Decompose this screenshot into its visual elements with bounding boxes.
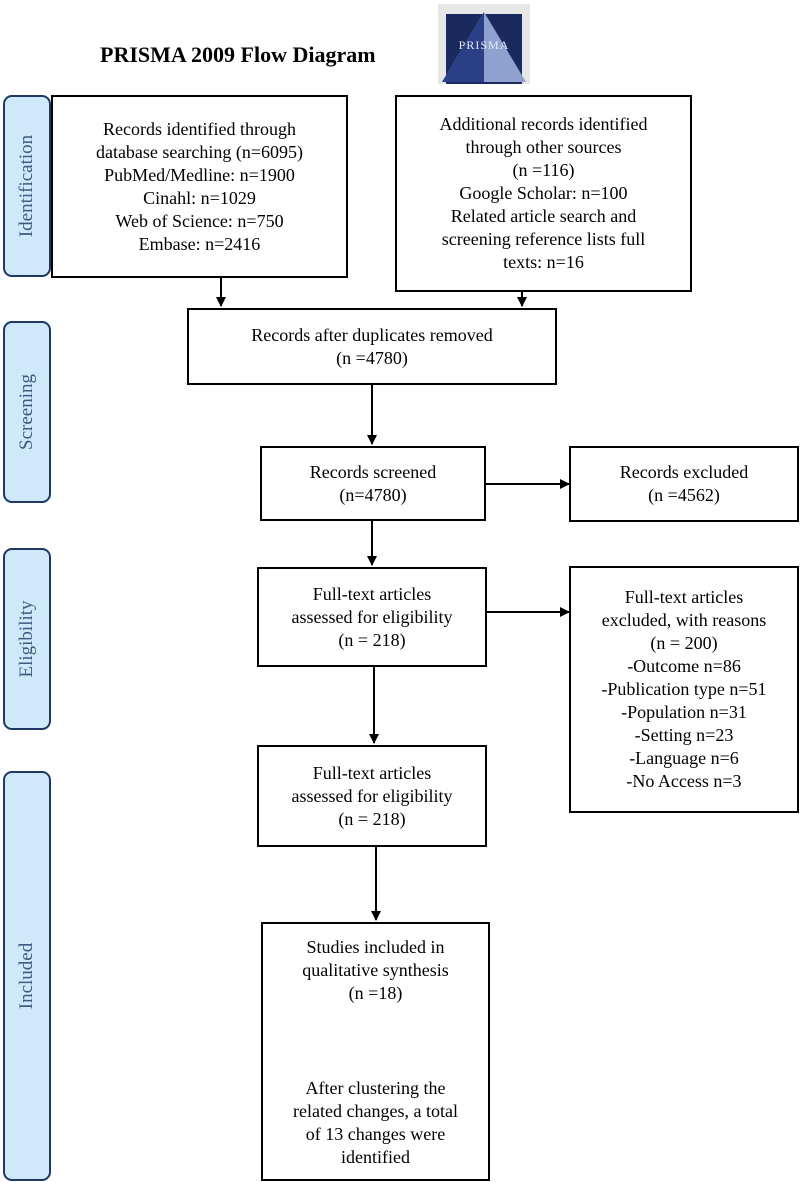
box-line: Records identified through (103, 118, 296, 139)
box-line: Studies included in (306, 937, 445, 957)
box-database-records: Records identified through database sear… (51, 95, 348, 278)
box-line: Full-text articles (312, 762, 432, 783)
box-other-sources: Additional records identified through ot… (395, 95, 692, 292)
box-duplicates-removed: Records after duplicates removed (n =478… (187, 308, 557, 385)
box-studies-included: Studies included in qualitative synthesi… (261, 922, 490, 1181)
box-line: (n=4780) (339, 484, 407, 505)
phase-identification: Identification (3, 95, 51, 277)
box-line: (n =4562) (648, 485, 720, 505)
box-line: (n = 218) (338, 808, 406, 829)
phase-screening: Screening (3, 321, 51, 503)
box-line: -Outcome n=86 (627, 656, 741, 676)
box-fulltext-assessed-2: Full-text articles assessed for eligibil… (257, 745, 487, 847)
box-line: related changes, a total (293, 1101, 458, 1121)
box-records-screened: Records screened (n=4780) (260, 446, 486, 521)
diagram-title: PRISMA 2009 Flow Diagram (100, 42, 376, 67)
box-line: through other sources (465, 137, 622, 157)
box-line: (n =4780) (336, 347, 408, 368)
box-line: (n = 218) (338, 629, 406, 650)
box-line: Full-text articles (312, 583, 432, 604)
box-line: (n = 200) (650, 633, 718, 653)
box-line: (n =18) (348, 983, 403, 1003)
box-line: identified (341, 1147, 410, 1167)
box-line: PubMed/Medline: n=1900 (104, 164, 295, 185)
box-line: Related article search and (450, 206, 637, 226)
box-line: Cinahl: n=1029 (143, 187, 256, 208)
box-line: -Population n=31 (621, 702, 747, 722)
box-line: After clustering the (305, 1078, 446, 1098)
box-line: texts: n=16 (503, 252, 584, 272)
box-line: -No Access n=3 (626, 771, 742, 791)
box-records-excluded: Records excluded (n =4562) (569, 446, 799, 522)
box-fulltext-assessed: Full-text articles assessed for eligibil… (257, 567, 487, 667)
phase-eligibility: Eligibility (3, 548, 51, 730)
box-line: Records screened (309, 461, 437, 482)
box-line: (n =116) (512, 160, 575, 180)
box-line: Full-text articles (624, 587, 744, 607)
prisma-logo: PRISMA (438, 4, 530, 84)
box-line: assessed for eligibility (291, 606, 453, 627)
box-line: of 13 changes were (305, 1124, 446, 1144)
box-line: database searching (n=6095) (95, 141, 304, 162)
box-line: Embase: n=2416 (138, 233, 261, 254)
box-line: Records excluded (619, 462, 749, 482)
box-line: Web of Science: n=750 (115, 210, 284, 231)
box-line: -Publication type n=51 (601, 679, 767, 699)
box-line: Records after duplicates removed (251, 324, 493, 345)
box-line: qualitative synthesis (302, 960, 449, 980)
box-line: Google Scholar: n=100 (459, 183, 628, 203)
box-line: Additional records identified (439, 114, 648, 134)
box-line: -Setting n=23 (634, 725, 734, 745)
box-line: -Language n=6 (629, 748, 739, 768)
box-fulltext-excluded: Full-text articles excluded, with reason… (569, 566, 799, 813)
logo-text: PRISMA (458, 38, 510, 52)
box-line: assessed for eligibility (291, 785, 453, 806)
box-line: excluded, with reasons (601, 610, 767, 630)
phase-included: Included (3, 771, 51, 1181)
box-line: screening reference lists full (441, 229, 646, 249)
